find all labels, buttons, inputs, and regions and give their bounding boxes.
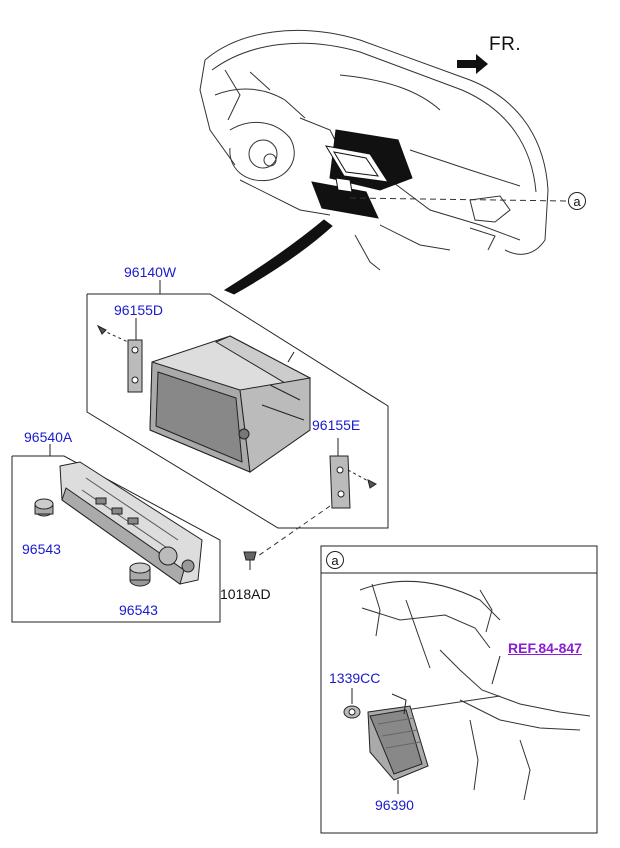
part-label-96543-upper: 96543	[22, 541, 61, 557]
assembly-pointer-swoosh	[223, 219, 333, 295]
control-panel-illustration	[59, 461, 203, 585]
head-unit-illustration	[149, 335, 312, 473]
fastener-leader-line	[257, 505, 331, 557]
knob-upper-illustration	[34, 498, 54, 517]
part-label-96155D: 96155D	[114, 302, 164, 318]
clip-illustration	[243, 551, 257, 570]
reference-link-84-847[interactable]: REF.84-847	[508, 640, 582, 656]
part-label-96540A: 96540A	[24, 429, 73, 445]
part-label-96390: 96390	[375, 797, 414, 813]
heater-control-group-outline	[11, 444, 221, 623]
front-arrow-icon	[457, 54, 488, 74]
part-label-96155E: 96155E	[312, 417, 361, 433]
left-bracket-illustration	[96, 318, 143, 393]
dashboard-illustration	[199, 29, 549, 271]
bolt-illustration	[343, 705, 361, 719]
amplifier-module-illustration	[367, 693, 429, 781]
front-direction-label: FR.	[489, 34, 522, 55]
part-label-1018AD: 1018AD	[220, 586, 271, 602]
right-bracket-illustration	[329, 438, 377, 509]
callout-leader-line	[349, 197, 569, 202]
dash-head-unit	[311, 129, 413, 219]
ref-label-leader	[491, 655, 501, 685]
detail-a-frame	[320, 545, 598, 834]
part-label-1339CC: 1339CC	[329, 670, 381, 686]
part-label-96543-lower: 96543	[119, 602, 158, 618]
detail-a-marker: a	[326, 551, 344, 569]
callout-a-marker: a	[568, 192, 586, 210]
crash-pad-bracket-illustration	[359, 580, 591, 801]
part-label-96140W: 96140W	[124, 264, 177, 280]
knob-lower-illustration	[129, 562, 151, 587]
head-unit-group-outline	[86, 280, 389, 529]
